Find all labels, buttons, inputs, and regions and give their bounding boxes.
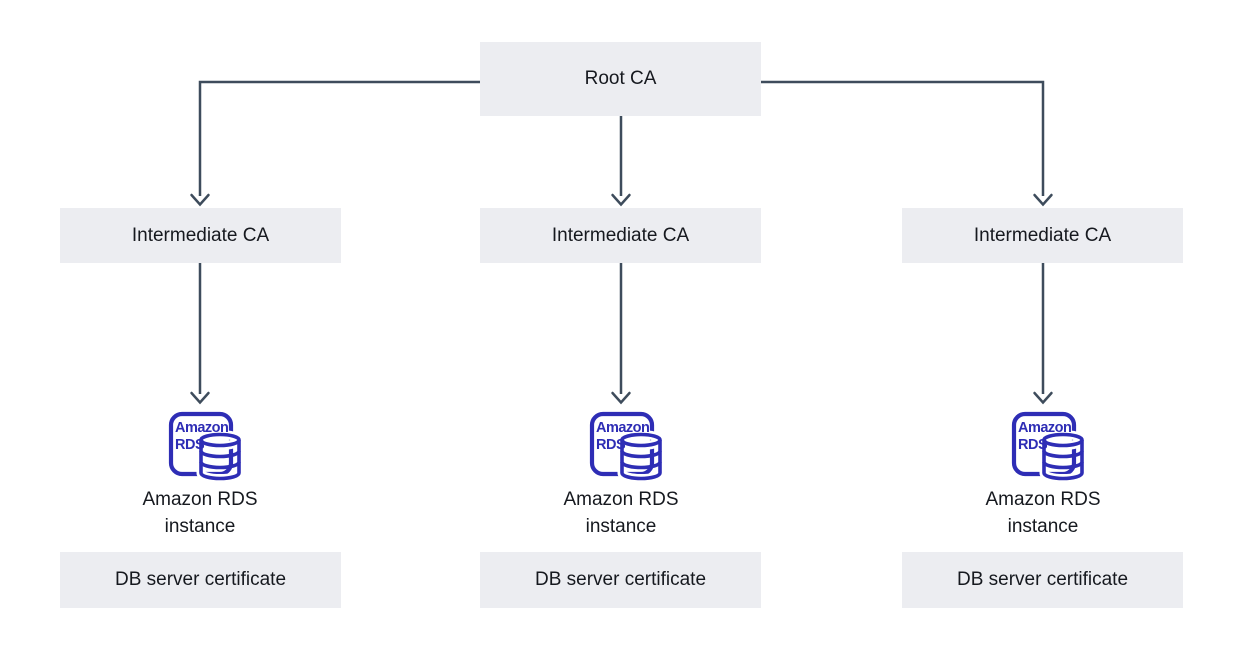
- arrowhead-middle-icon: [611, 193, 631, 207]
- connector-root-to-right: [761, 80, 1045, 196]
- intermediate-ca-label: Intermediate CA: [973, 224, 1112, 246]
- rds-icon-wordmark-line2: RDS: [1018, 437, 1048, 453]
- intermediate-ca-label: Intermediate CA: [551, 224, 690, 246]
- rds-icon-wordmark-line1: Amazon: [596, 420, 649, 436]
- intermediate-ca-node-middle: Intermediate CA: [480, 208, 761, 263]
- db-server-certificate-node-right: DB server certificate: [902, 552, 1183, 608]
- db-server-certificate-node-left: DB server certificate: [60, 552, 341, 608]
- root-ca-node: Root CA: [480, 42, 761, 116]
- connector-root-to-left: [198, 80, 480, 196]
- rds-instance-caption: Amazon RDS instance: [142, 489, 258, 537]
- db-server-certificate-label: DB server certificate: [114, 569, 287, 590]
- rds-icon-wordmark-line2: RDS: [596, 437, 626, 453]
- amazon-rds-icon: Amazon RDS: [168, 411, 244, 483]
- rds-icon-wordmark-line1: Amazon: [1018, 420, 1071, 436]
- arrowhead-middle-rds-icon: [611, 391, 631, 405]
- arrowhead-right-rds-icon: [1033, 391, 1053, 405]
- rds-icon-wordmark-line1: Amazon: [175, 420, 228, 436]
- arrowhead-left-icon: [190, 193, 210, 207]
- intermediate-ca-node-right: Intermediate CA: [902, 208, 1183, 263]
- intermediate-ca-node-left: Intermediate CA: [60, 208, 341, 263]
- rds-instance-caption: Amazon RDS instance: [563, 489, 679, 537]
- intermediate-ca-label: Intermediate CA: [131, 224, 270, 246]
- db-server-certificate-label: DB server certificate: [956, 569, 1129, 590]
- rds-instance-caption: Amazon RDS instance: [985, 489, 1101, 537]
- db-server-certificate-label: DB server certificate: [534, 569, 707, 590]
- arrowhead-left-rds-icon: [190, 391, 210, 405]
- db-server-certificate-node-middle: DB server certificate: [480, 552, 761, 608]
- rds-icon-wordmark-line2: RDS: [175, 437, 205, 453]
- arrowhead-right-icon: [1033, 193, 1053, 207]
- amazon-rds-icon: Amazon RDS: [1011, 411, 1087, 483]
- root-ca-label: Root CA: [584, 68, 657, 89]
- amazon-rds-icon: Amazon RDS: [589, 411, 665, 483]
